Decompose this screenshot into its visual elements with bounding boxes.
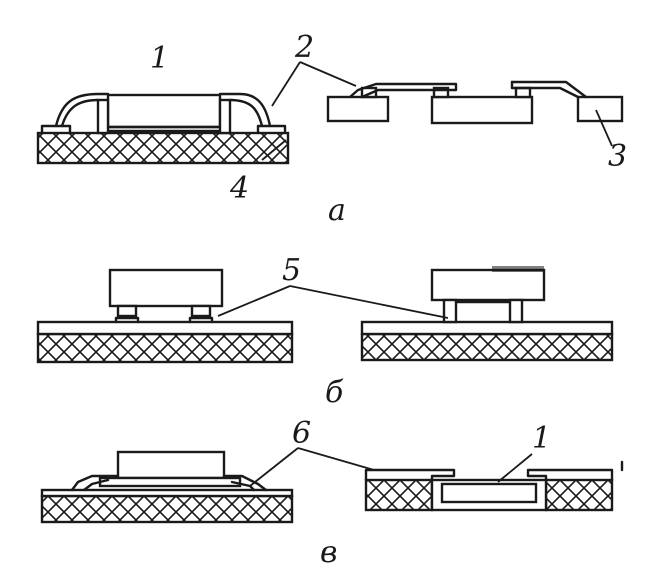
substrate-b-left — [36, 332, 294, 364]
label-5: 5 — [282, 253, 301, 288]
subfigure-b-label: б — [325, 375, 344, 410]
beam-lead-a-2 — [510, 80, 588, 99]
label-6: 6 — [292, 416, 311, 451]
label-1-c: 1 — [532, 421, 551, 456]
chip-c-left — [116, 450, 226, 480]
lead-wire-right-a — [218, 92, 272, 128]
bump-b-2 — [190, 304, 212, 318]
substrate-c-right-a — [364, 478, 434, 512]
row-a: 1 2 3 4 а — [36, 30, 627, 228]
substrate-a — [36, 131, 290, 165]
substrate-b-right — [360, 332, 614, 362]
bump-b-1 — [116, 304, 138, 318]
beam-c-right — [222, 474, 268, 492]
label-4: 4 — [229, 171, 249, 206]
subfigure-c-label: в — [320, 535, 337, 570]
row-b: 5 б — [36, 253, 614, 410]
beam-lead-a-1 — [348, 82, 458, 99]
label-2: 2 — [294, 30, 314, 65]
beam-c-left — [70, 474, 120, 492]
subfigure-a-label: а — [328, 193, 346, 228]
lead-wire-left-a — [54, 92, 110, 128]
chip-b-right — [430, 268, 546, 302]
chip-b-left — [108, 268, 224, 308]
pad-a-2 — [430, 95, 534, 125]
substrate-c-left — [40, 494, 294, 524]
chip-c-right — [440, 482, 538, 504]
label-3: 3 — [608, 139, 627, 174]
row-c: 6 1 в — [40, 416, 624, 570]
substrate-c-right-b — [544, 478, 614, 512]
pad-a-1 — [326, 95, 390, 123]
label-1-a: 1 — [150, 41, 169, 76]
chip-a — [106, 93, 222, 129]
